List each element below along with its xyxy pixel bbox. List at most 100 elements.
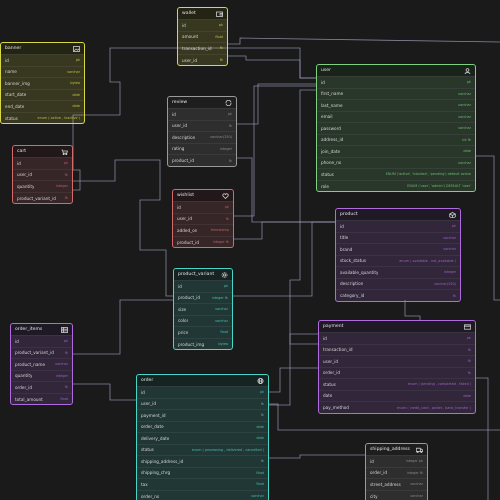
relationship-edge[interactable] — [404, 300, 421, 320]
relationship-edge[interactable] — [228, 37, 500, 45]
table-header[interactable]: payment — [319, 321, 475, 333]
table-header[interactable]: order_items — [11, 324, 72, 336]
relationship-edge[interactable] — [73, 383, 136, 401]
relationship-edge[interactable] — [233, 221, 335, 297]
table-header[interactable]: wallet — [178, 8, 227, 20]
relationship-edge[interactable] — [228, 55, 316, 79]
table-header[interactable]: product — [336, 209, 460, 221]
relationship-edge[interactable] — [72, 47, 316, 191]
relationship-edge[interactable] — [476, 155, 500, 301]
relationship-edge[interactable] — [269, 403, 500, 431]
table-header[interactable]: wishlist — [173, 190, 233, 202]
relationship-edge[interactable] — [269, 333, 318, 406]
table-header[interactable]: product_variant — [174, 269, 232, 281]
relationship-edge[interactable] — [269, 454, 365, 459]
relationship-edge[interactable] — [234, 221, 335, 240]
relationship-edge[interactable] — [73, 159, 173, 297]
table-header[interactable]: order — [137, 375, 268, 387]
relationship-edge[interactable] — [237, 83, 316, 125]
relationship-edge[interactable] — [289, 89, 318, 345]
table-header[interactable]: cart — [13, 146, 72, 158]
table-header[interactable]: user — [317, 65, 475, 77]
table-header[interactable]: review — [168, 97, 236, 109]
relationship-edge[interactable] — [476, 377, 489, 500]
